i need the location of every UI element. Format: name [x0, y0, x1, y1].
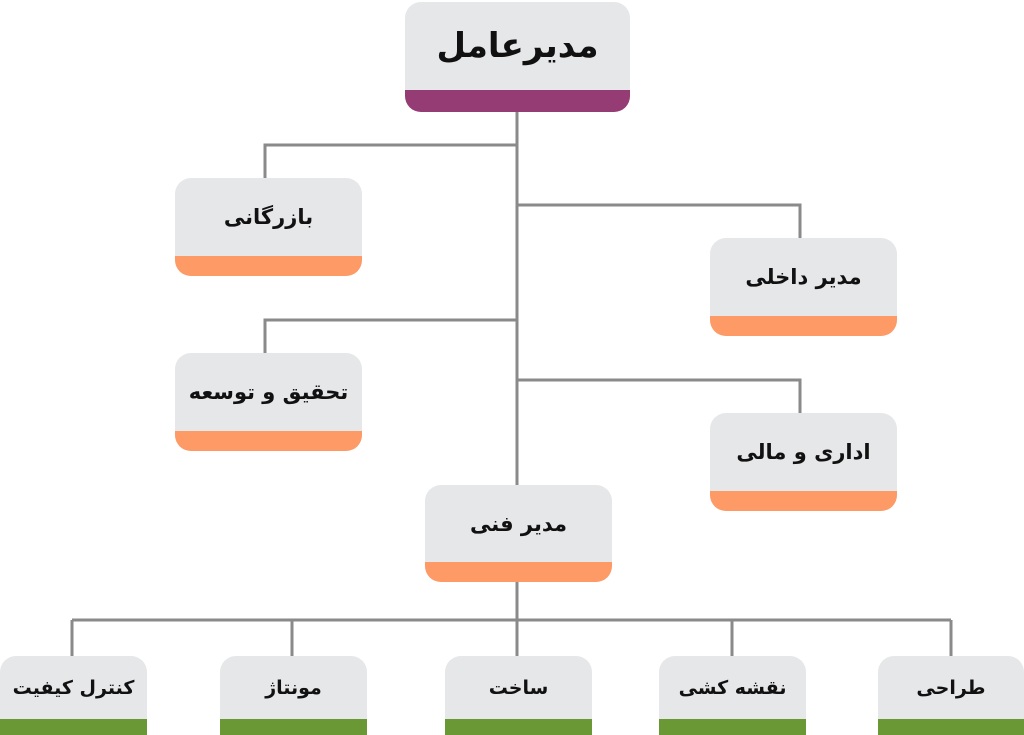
node-ceo: مدیرعامل [405, 2, 630, 112]
node-label: مونتاژ [265, 676, 322, 699]
node-label: نقشه کشی [678, 676, 787, 699]
node-drafting: نقشه کشی [659, 656, 806, 735]
node-internal-manager: مدیر داخلی [710, 238, 897, 336]
node-admin-finance: اداری و مالی [710, 413, 897, 511]
node-commerce: بازرگانی [175, 178, 362, 276]
node-label: بازرگانی [223, 205, 314, 229]
node-assembly: مونتاژ [220, 656, 367, 735]
node-manufacturing: ساخت [445, 656, 592, 735]
node-technical-manager: مدیر فنی [425, 485, 612, 582]
node-quality-control: کنترل کیفیت [0, 656, 147, 735]
node-label: مدیر داخلی [745, 265, 862, 289]
node-rnd: تحقیق و توسعه [175, 353, 362, 451]
node-design: طراحی [878, 656, 1024, 735]
node-label: مدیر فنی [470, 511, 567, 536]
node-label: ساخت [488, 676, 549, 699]
node-label: مدیرعامل [436, 26, 599, 66]
node-label: طراحی [916, 676, 986, 699]
node-label: تحقیق و توسعه [188, 380, 349, 404]
node-label: اداری و مالی [736, 440, 871, 464]
node-label: کنترل کیفیت [12, 676, 135, 699]
